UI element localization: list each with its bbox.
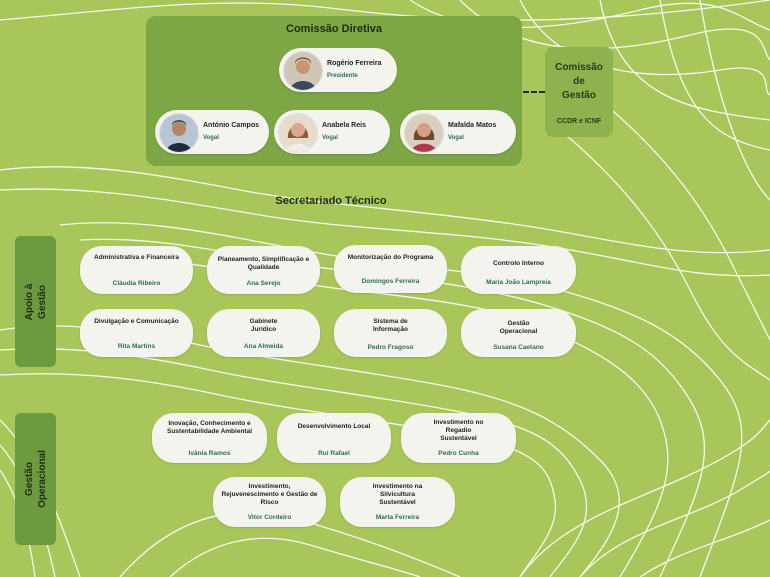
unit-box: Sistema de Informação Pedro Fragoso	[334, 309, 447, 357]
member-name: Anabela Reis	[322, 122, 366, 129]
member-card-vogal-1: António Campos Vogal	[155, 110, 269, 154]
member-card-president: Rogério Ferreira Presidente	[279, 48, 397, 92]
comissao-gestao-panel: Comissão de Gestão CCDR e ICNF	[545, 47, 613, 137]
unit-person: Domingos Ferreira	[361, 278, 420, 285]
unit-person: Cláudia Ribeiro	[112, 280, 161, 287]
unit-title: Investimento na Silvicultura Sustentável	[372, 483, 423, 506]
unit-title: Gestão Operacional	[499, 320, 538, 335]
unit-box: Planeamento, Simplificação e Qualidade A…	[207, 246, 320, 294]
member-name: António Campos	[203, 122, 259, 129]
unit-box: Investimento no Regadio Sustentável Pedr…	[401, 413, 516, 463]
unit-title: Controlo Interno	[493, 260, 544, 267]
comissao-gestao-subtitle: CCDR e ICNF	[556, 118, 602, 125]
connector-dashed-line	[523, 91, 545, 93]
secretariado-tecnico-title: Secretariado Técnico	[275, 195, 387, 207]
unit-person: Susana Caetano	[493, 344, 544, 351]
unit-box: Investimento na Silvicultura Sustentável…	[340, 477, 455, 527]
unit-person: Rui Rafael	[318, 450, 350, 457]
unit-person: Rita Martins	[117, 343, 156, 350]
unit-title: Investimento, Rejuvenescimento e Gestão …	[221, 483, 318, 506]
member-card-vogal-3: Mafalda Matos Vogal	[400, 110, 516, 154]
unit-title: Sistema de Informação	[372, 318, 409, 333]
member-role: Vogal	[322, 135, 338, 141]
man-portrait-icon	[283, 51, 323, 91]
woman-portrait-icon	[404, 113, 444, 153]
unit-title: Monitorização do Programa	[347, 254, 434, 261]
unit-person: Maria João Lampreia	[486, 279, 551, 286]
member-name: Mafalda Matos	[448, 122, 497, 129]
unit-person: Ana Almeida	[243, 343, 284, 350]
gestao-operacional-label: Gestão Operacional	[23, 450, 48, 508]
unit-person: Pedro Cunha	[438, 450, 479, 457]
unit-box: Controlo Interno Maria João Lampreia	[461, 246, 576, 294]
woman-portrait-icon	[278, 113, 318, 153]
unit-box: Divulgação e Comunicação Rita Martins	[80, 309, 193, 357]
member-card-vogal-2: Anabela Reis Vogal	[274, 110, 390, 154]
unit-title: Inovação, Conhecimento e Sustentabilidad…	[167, 420, 252, 435]
unit-box: Investimento, Rejuvenescimento e Gestão …	[213, 477, 326, 527]
unit-box: Gestão Operacional Susana Caetano	[461, 309, 576, 357]
comissao-gestao-title: Comissão de Gestão	[555, 62, 603, 101]
unit-person: Ana Serejo	[246, 280, 281, 287]
unit-box: Inovação, Conhecimento e Sustentabilidad…	[152, 413, 267, 463]
unit-title: Desenvolvimento Local	[297, 423, 371, 430]
unit-title: Investimento no Regadio Sustentável	[433, 419, 484, 442]
member-role: Vogal	[203, 135, 219, 141]
member-name: Rogério Ferreira	[327, 60, 382, 67]
unit-title: Administrativa e Financeira	[94, 254, 179, 261]
unit-person: Ivânia Ramos	[188, 450, 231, 457]
comissao-diretiva-title: Comissão Diretiva	[286, 23, 382, 35]
unit-box: Gabinete Jurídico Ana Almeida	[207, 309, 320, 357]
unit-person: Vitor Cordeiro	[247, 514, 292, 521]
member-role: Presidente	[327, 73, 358, 79]
apoio-gestao-label: Apoio à Gestão	[23, 283, 48, 320]
unit-box: Administrativa e Financeira Cláudia Ribe…	[80, 246, 193, 294]
unit-person: Pedro Fragoso	[367, 344, 414, 351]
apoio-gestao-label-panel: Apoio à Gestão	[15, 236, 56, 367]
man-portrait-icon	[159, 113, 199, 153]
unit-title: Planeamento, Simplificação e Qualidade	[217, 256, 310, 271]
member-role: Vogal	[448, 135, 464, 141]
unit-title: Divulgação e Comunicação	[94, 318, 179, 325]
unit-title: Gabinete Jurídico	[249, 318, 278, 333]
gestao-operacional-label-panel: Gestão Operacional	[15, 413, 56, 545]
unit-person: Marta Ferreira	[375, 514, 420, 521]
unit-box: Monitorização do Programa Domingos Ferre…	[334, 245, 447, 293]
unit-box: Desenvolvimento Local Rui Rafael	[277, 413, 391, 463]
